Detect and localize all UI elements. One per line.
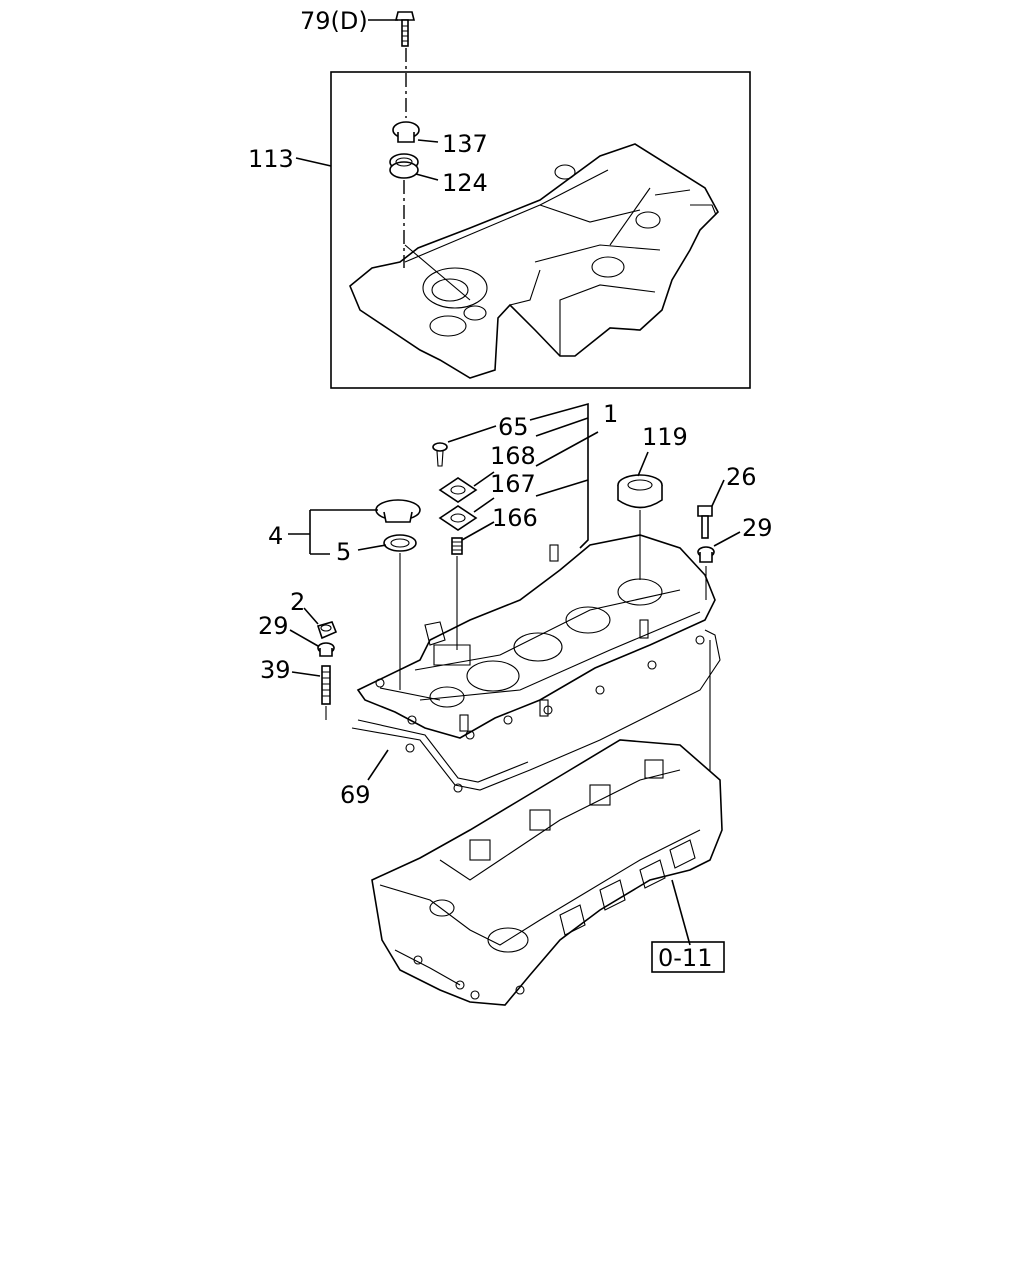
callout-119: 119 — [642, 423, 688, 451]
reference-box-label: 0-11 — [658, 944, 712, 972]
oil-cap-4 — [375, 499, 421, 523]
callout-166: 166 — [492, 504, 538, 532]
callout-65: 65 — [498, 413, 529, 441]
callout-113: 113 — [248, 145, 294, 173]
seal-119 — [617, 474, 663, 509]
ring-124 — [389, 153, 419, 179]
callout-69: 69 — [340, 781, 371, 809]
callout-124: 124 — [442, 169, 488, 197]
reference-box — [651, 941, 725, 973]
plate-167 — [438, 505, 478, 531]
callout-1: 1 — [603, 400, 618, 428]
bolt-79d — [394, 11, 416, 47]
cylinder-head — [371, 739, 723, 1006]
washer-29-left — [317, 642, 335, 657]
callout-168: 168 — [490, 442, 536, 470]
screw-65 — [432, 442, 448, 467]
callout-137: 137 — [442, 130, 488, 158]
leader-lines — [288, 19, 741, 946]
callout-29-right: 29 — [742, 514, 773, 542]
head-cover-1 — [356, 534, 716, 740]
gasket-69 — [351, 629, 721, 793]
spring-166 — [451, 537, 463, 555]
engine-cover-113 — [349, 143, 719, 379]
callout-4: 4 — [268, 522, 283, 550]
callout-29-left: 29 — [258, 612, 289, 640]
callout-2: 2 — [290, 588, 305, 616]
engine-cover-frame — [330, 71, 751, 389]
grommet-137 — [392, 121, 420, 143]
callout-5: 5 — [336, 538, 351, 566]
stud-39 — [321, 665, 331, 705]
seal-5 — [383, 534, 417, 552]
callout-26: 26 — [726, 463, 757, 491]
callout-167: 167 — [490, 470, 536, 498]
bolt-26 — [697, 505, 713, 539]
washer-29-right — [697, 546, 715, 563]
callout-79d: 79(D) — [300, 7, 368, 35]
plate-168 — [438, 477, 478, 503]
nut-2 — [316, 621, 338, 640]
callout-39: 39 — [260, 656, 291, 684]
